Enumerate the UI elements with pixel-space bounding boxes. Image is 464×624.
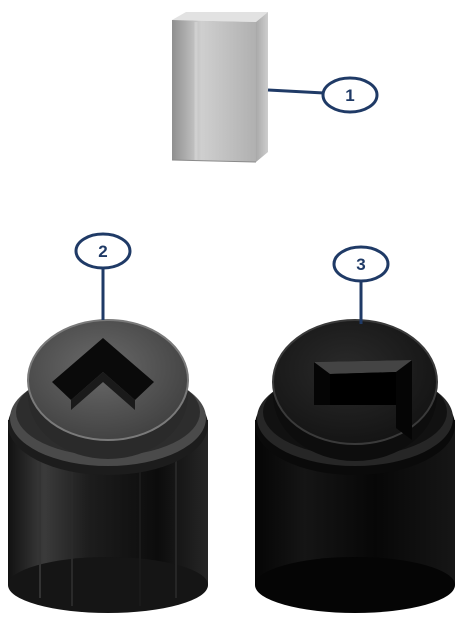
callout-1: 1	[267, 76, 379, 114]
callout-2-label: 2	[98, 242, 107, 261]
insert-block	[171, 12, 268, 163]
callout-1-label: 1	[345, 86, 354, 105]
callout-3: 3	[332, 245, 390, 324]
callout-3-label: 3	[356, 255, 365, 274]
callout-2: 2	[74, 232, 132, 320]
knob-square-socket	[255, 319, 455, 613]
knob-chevron-socket	[8, 319, 208, 613]
